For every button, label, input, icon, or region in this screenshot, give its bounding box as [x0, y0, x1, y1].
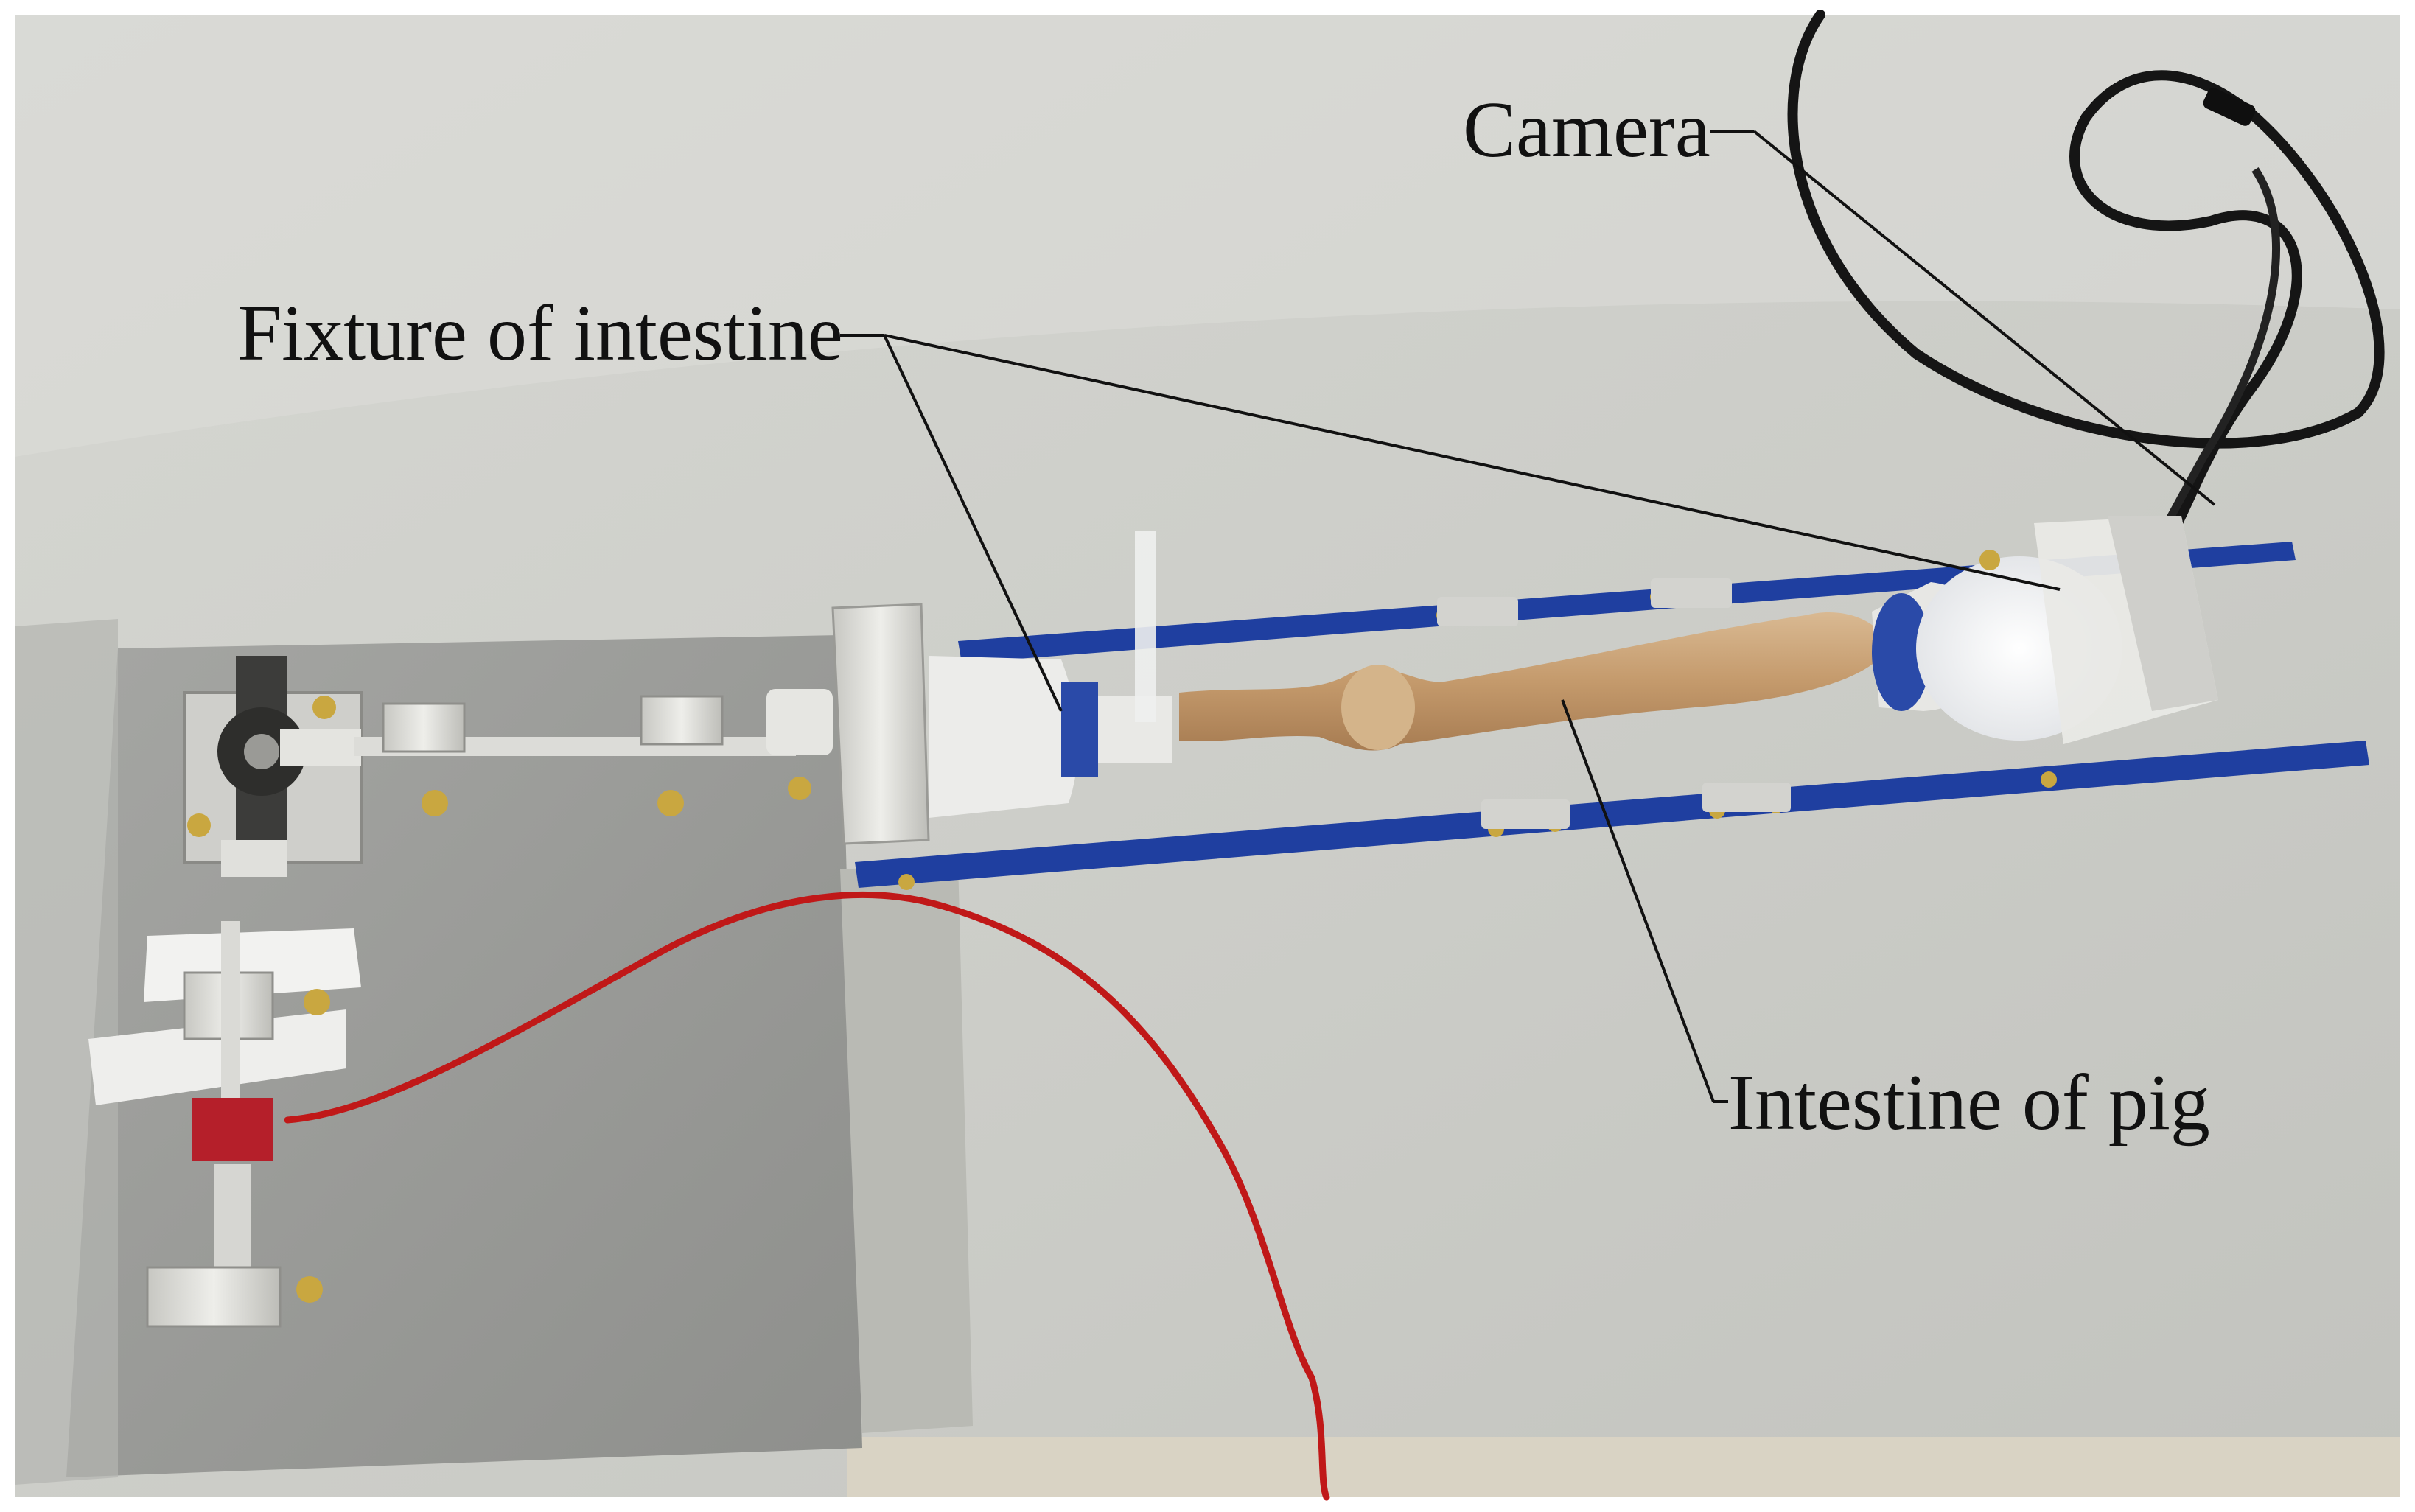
intestine-leader-diagonal — [1561, 699, 1715, 1102]
rod-carriages — [382, 689, 833, 816]
left-intestine-fixture — [831, 531, 1172, 845]
lower-blue-rail — [855, 741, 2369, 888]
fixture-label: Fixture of intestine — [237, 290, 843, 377]
table-edge-shadow — [15, 15, 2400, 457]
gear-mechanism — [183, 656, 363, 877]
red-wire — [284, 891, 1330, 1501]
cable-connector — [2203, 88, 2256, 126]
camera-label: Camera — [1463, 86, 1710, 174]
leader-lines — [840, 130, 2216, 1103]
fixture-leader-right — [884, 334, 2061, 591]
floor-strip — [847, 1437, 2400, 1497]
intestine-label: Intestine of pig — [1728, 1059, 2210, 1147]
upper-blue-rail — [958, 542, 2296, 663]
force-sensor-assembly — [88, 921, 361, 1328]
plate-left-lip — [15, 619, 118, 1485]
plate-vertical-strip — [840, 862, 973, 1433]
right-fixture-with-camera — [1872, 516, 2218, 744]
camera-cable-2 — [2156, 167, 2281, 540]
fixture-leader-left — [883, 335, 1063, 712]
camera-leader-diagonal — [1752, 130, 2216, 506]
rail-blocks — [1437, 578, 1791, 829]
intestine-bulge — [1341, 665, 1415, 750]
